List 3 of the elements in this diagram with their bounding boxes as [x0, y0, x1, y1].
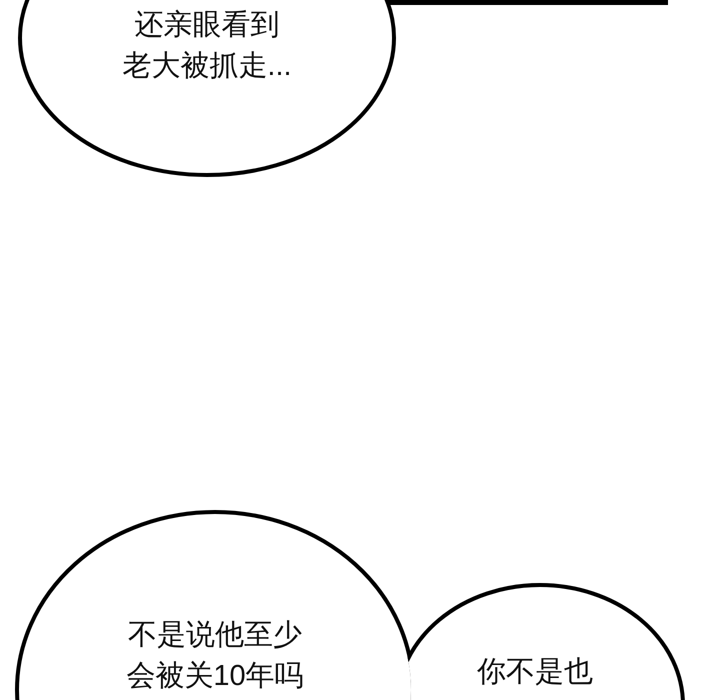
speech-bubble: [18, 0, 396, 177]
dialogue-text: 还亲眼看到老大被抓走...: [121, 8, 293, 84]
dialogue-text: 不是说他至少会被关10年吗: [125, 618, 305, 694]
